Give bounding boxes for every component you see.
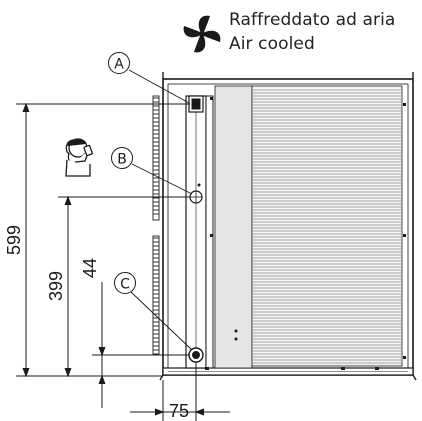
cooling-type-label-en: Air cooled bbox=[229, 34, 315, 54]
dim-connection-c-height-value: 44 bbox=[80, 258, 100, 278]
drinking-person-icon bbox=[65, 138, 93, 177]
marker-b-label: B bbox=[117, 152, 127, 168]
dim-connection-offset bbox=[130, 362, 230, 421]
dim-connection-offset-value: 75 bbox=[169, 401, 189, 421]
dim-connection-b-height-value: 399 bbox=[46, 271, 66, 301]
marker-c bbox=[114, 272, 193, 351]
connection-c-fitting bbox=[188, 347, 204, 363]
connection-a-fitting bbox=[188, 95, 204, 113]
marker-c-label: C bbox=[120, 277, 130, 293]
dim-connection-c-height bbox=[92, 282, 189, 408]
dim-overall-height-value: 599 bbox=[4, 225, 24, 255]
marker-a bbox=[108, 52, 190, 104]
connection-b-fitting bbox=[189, 190, 203, 204]
panel-screws bbox=[197, 97, 406, 370]
marker-a-label: A bbox=[114, 57, 124, 73]
marker-b bbox=[111, 147, 193, 195]
dim-connection-b-height bbox=[58, 195, 190, 378]
fan-icon bbox=[183, 15, 221, 53]
pipe-column bbox=[185, 95, 214, 369]
service-panel bbox=[214, 85, 253, 369]
dim-overall-height bbox=[16, 102, 190, 378]
cooling-type-label-it: Raffreddato ad aria bbox=[229, 10, 396, 30]
condenser-coil bbox=[251, 85, 403, 367]
